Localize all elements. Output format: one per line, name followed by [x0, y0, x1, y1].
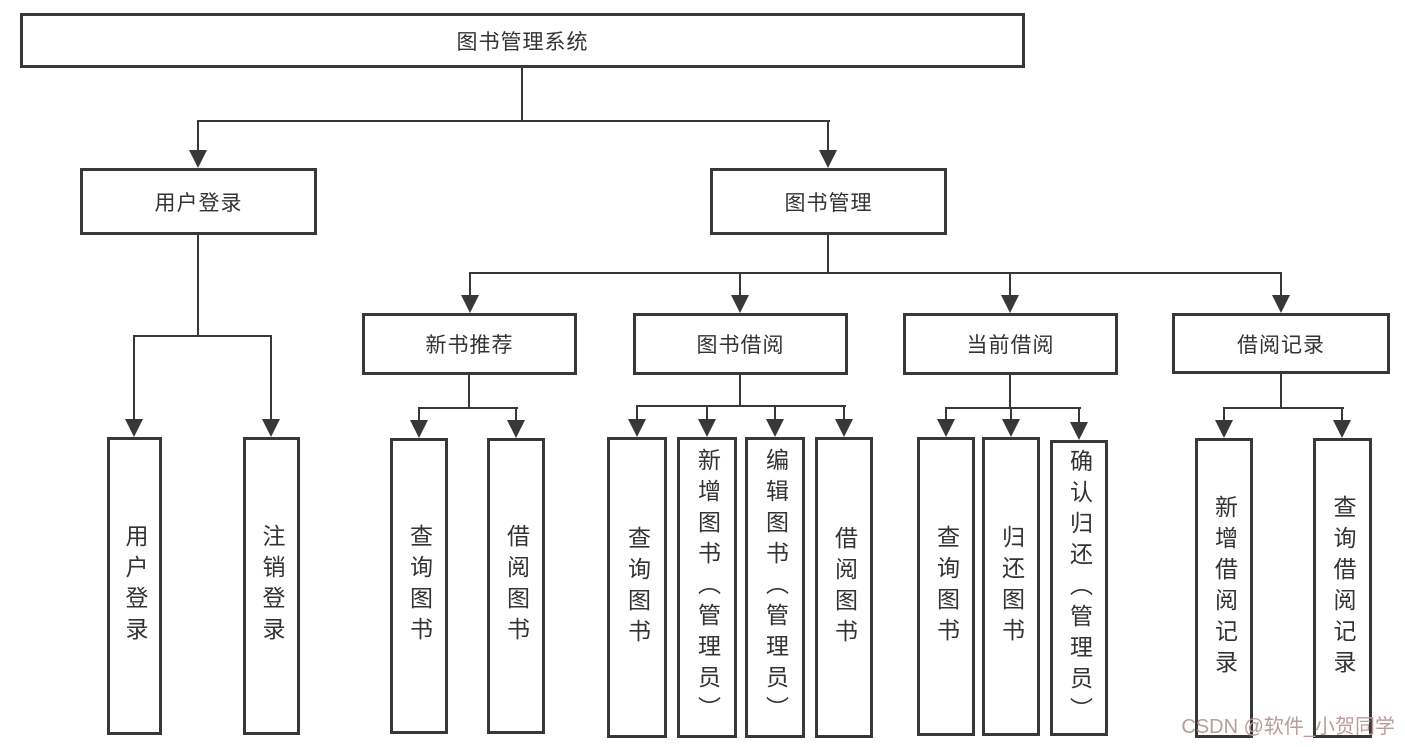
arrowhead-leaf-br-query: [1333, 420, 1351, 438]
leaf-rec-borrow-book: 借阅图书: [487, 438, 545, 734]
leaf-cb-return-book-label: 归还图书: [998, 524, 1025, 649]
leaf-bb-add-book-admin-label: 新增图书（管理员）: [694, 448, 721, 727]
arrowhead-leaf-bb-edit: [766, 419, 784, 437]
arrowhead-leaf-rec-query: [410, 420, 428, 438]
arrowhead-leaf-rec-borrow: [507, 420, 525, 438]
connector-user-login-stem: [197, 235, 199, 337]
node-root-label: 图书管理系统: [456, 30, 589, 54]
leaf-logout-label: 注销登录: [259, 524, 285, 648]
arrowhead-leaf-br-add: [1215, 420, 1233, 438]
leaf-bb-edit-book-admin: 编辑图书（管理员）: [745, 437, 805, 738]
connector-to-leaf-cb-query: [945, 407, 947, 421]
connector-to-leaf-bb-add: [706, 405, 708, 421]
node-current-borrow: 当前借阅: [903, 313, 1118, 375]
node-book-management: 图书管理: [710, 168, 947, 235]
leaf-cb-query-book-label: 查询图书: [933, 524, 960, 649]
connector-to-leaf-cb-return: [1010, 407, 1012, 421]
connector-to-current-borrow: [1009, 272, 1011, 297]
leaf-user-login-label: 用户登录: [122, 524, 148, 648]
connector-to-leaf-rec-query: [418, 407, 420, 422]
connector-to-leaf-bb-edit: [774, 405, 776, 421]
leaf-rec-query-book: 查询图书: [390, 438, 448, 734]
leaf-cb-confirm-return-admin-label: 确认归还（管理员）: [1066, 448, 1093, 728]
node-user-login-label: 用户登录: [154, 191, 243, 215]
node-user-login: 用户登录: [80, 168, 317, 235]
leaf-br-add-record: 新增借阅记录: [1195, 438, 1253, 738]
connector-to-leaf-br-add: [1223, 407, 1225, 422]
leaf-bb-edit-book-admin-label: 编辑图书（管理员）: [762, 448, 789, 727]
arrowhead-user-login: [189, 150, 207, 168]
arrowhead-current-borrow: [1001, 295, 1019, 313]
leaf-bb-add-book-admin: 新增图书（管理员）: [677, 437, 737, 738]
arrowhead-leaf-cb-confirm: [1070, 422, 1088, 440]
connector-level2-rail: [197, 120, 830, 122]
connector-book-borrow-rail: [636, 405, 846, 407]
connector-root-stem: [521, 68, 523, 120]
connector-new-book-rec-rail: [418, 407, 518, 409]
leaf-bb-query-book: 查询图书: [607, 437, 667, 738]
connector-to-leaf-bb-query: [636, 405, 638, 421]
connector-new-book-rec-stem: [468, 375, 470, 409]
node-book-borrow-label: 图书借阅: [696, 334, 785, 357]
connector-user-login-rail: [133, 335, 272, 337]
connector-to-leaf-br-query: [1341, 407, 1343, 422]
connector-to-leaf-cb-confirm: [1078, 407, 1080, 424]
leaf-br-add-record-label: 新增借阅记录: [1211, 495, 1238, 681]
leaf-user-login: 用户登录: [107, 437, 162, 735]
arrowhead-leaf-logout: [262, 419, 280, 437]
connector-to-leaf-user-login: [133, 335, 135, 421]
leaf-rec-borrow-book-label: 借阅图书: [503, 524, 530, 648]
connector-to-leaf-rec-borrow: [515, 407, 517, 422]
arrowhead-leaf-bb-query: [628, 419, 646, 437]
node-root-system: 图书管理系统: [20, 13, 1025, 68]
arrowhead-leaf-cb-return: [1002, 419, 1020, 437]
connector-to-leaf-bb-borrow: [843, 405, 845, 421]
leaf-logout: 注销登录: [243, 437, 300, 735]
arrowhead-borrow-record: [1272, 295, 1290, 313]
node-book-management-label: 图书管理: [784, 191, 873, 215]
leaf-cb-return-book: 归还图书: [982, 437, 1040, 736]
leaf-bb-borrow-book-label: 借阅图书: [831, 525, 858, 650]
node-new-book-recommend-label: 新书推荐: [425, 334, 514, 357]
connector-to-leaf-logout: [270, 335, 272, 421]
arrowhead-book-mgmt: [819, 150, 837, 168]
connector-level3-rail: [469, 272, 1282, 274]
arrowhead-book-borrow: [731, 295, 749, 313]
connector-borrow-record-stem: [1280, 374, 1282, 409]
leaf-rec-query-book-label: 查询图书: [406, 524, 433, 648]
node-current-borrow-label: 当前借阅: [966, 334, 1055, 357]
arrowhead-leaf-bb-borrow: [835, 419, 853, 437]
arrowhead-leaf-cb-query: [937, 419, 955, 437]
arrowhead-leaf-user-login: [125, 419, 143, 437]
connector-book-mgmt-stem: [827, 235, 829, 274]
leaf-bb-borrow-book: 借阅图书: [815, 437, 873, 738]
arrowhead-leaf-bb-add: [698, 419, 716, 437]
leaf-bb-query-book-label: 查询图书: [624, 525, 651, 650]
node-new-book-recommend: 新书推荐: [362, 313, 577, 375]
connector-to-book-mgmt: [827, 120, 829, 152]
leaf-cb-query-book: 查询图书: [917, 437, 975, 736]
csdn-watermark: CSDN @软件_小贺同学: [1181, 716, 1395, 738]
connector-to-user-login: [197, 120, 199, 152]
connector-current-borrow-stem: [1009, 375, 1011, 409]
node-borrow-record: 借阅记录: [1172, 313, 1390, 374]
connector-to-new-book-rec: [469, 272, 471, 297]
node-borrow-record-label: 借阅记录: [1237, 333, 1325, 357]
connector-current-borrow-rail: [945, 407, 1081, 409]
connector-to-book-borrow: [739, 272, 741, 297]
leaf-cb-confirm-return-admin: 确认归还（管理员）: [1050, 440, 1108, 736]
connector-book-borrow-stem: [739, 375, 741, 407]
connector-to-borrow-record: [1280, 272, 1282, 297]
node-book-borrow: 图书借阅: [633, 313, 848, 375]
connector-borrow-record-rail: [1223, 407, 1344, 409]
leaf-br-query-record-label: 查询借阅记录: [1330, 495, 1356, 681]
leaf-br-query-record: 查询借阅记录: [1313, 438, 1372, 738]
arrowhead-new-book-rec: [461, 295, 479, 313]
